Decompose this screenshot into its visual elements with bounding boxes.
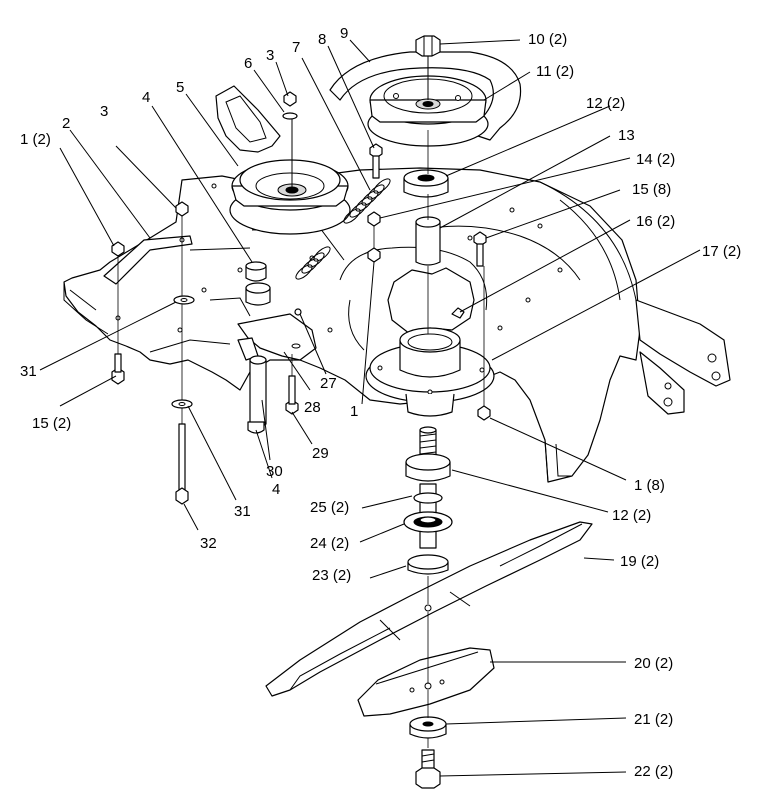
callout-31b: 31 (234, 503, 251, 520)
callout-29: 29 (312, 445, 329, 462)
callout-8: 8 (318, 31, 326, 48)
tension-springs (295, 178, 391, 280)
callout-7: 7 (292, 39, 300, 56)
spindle-shaft (403, 426, 453, 575)
callout-4b: 4 (272, 481, 280, 498)
leader-lines (39, 39, 701, 777)
callout-labels: 1 (2) 2 3 4 5 6 3 7 8 9 10 (2) 11 (2) 12… (20, 25, 741, 780)
callout-17: 17 (2) (702, 243, 741, 260)
callout-22: 22 (2) (634, 763, 673, 780)
callout-30: 30 (266, 463, 283, 480)
blade-fin (357, 647, 495, 717)
pivot-bolt (369, 143, 383, 179)
drive-belt (329, 51, 522, 141)
callout-12a: 12 (2) (586, 95, 625, 112)
idler-arm-bracket (215, 85, 281, 153)
blade-bolt (415, 749, 441, 789)
callout-32: 32 (200, 535, 217, 552)
grease-fitting (451, 307, 465, 319)
callout-24: 24 (2) (310, 535, 349, 552)
callout-6: 6 (244, 55, 252, 72)
callout-9: 9 (340, 25, 348, 42)
callout-15b: 15 (2) (32, 415, 71, 432)
callout-13: 13 (618, 127, 635, 144)
spindle-spacer-upper (403, 169, 449, 198)
mower-deck (63, 167, 731, 483)
callout-1: 1 (350, 403, 358, 420)
callout-2: 2 (62, 115, 70, 132)
callout-11: 11 (2) (536, 63, 574, 80)
callout-25: 25 (2) (310, 499, 349, 516)
spindle-nut (415, 35, 441, 57)
mower-blade (265, 521, 593, 697)
housing-bolt (473, 231, 487, 267)
callout-27: 27 (320, 375, 337, 392)
center-lines (117, 130, 485, 748)
callout-1-2: 1 (2) (20, 131, 51, 148)
callout-12b: 12 (2) (612, 507, 651, 524)
spindle-pulley (367, 56, 489, 147)
callout-3a: 3 (100, 103, 108, 120)
spindle-bushing (415, 216, 441, 266)
callout-14: 14 (2) (636, 151, 675, 168)
callout-23: 23 (2) (312, 567, 351, 584)
callout-19: 19 (2) (620, 553, 659, 570)
callout-4a: 4 (142, 89, 150, 106)
callout-5: 5 (176, 79, 184, 96)
callout-16: 16 (2) (636, 213, 675, 230)
idler-arm-assembly (237, 261, 317, 434)
callout-31a: 31 (20, 363, 37, 380)
callout-10: 10 (2) (528, 31, 567, 48)
callout-1-8: 1 (8) (634, 477, 665, 494)
callout-20: 20 (2) (634, 655, 673, 672)
callout-28: 28 (304, 399, 321, 416)
blade-washer (409, 716, 447, 739)
callout-3b: 3 (266, 47, 274, 64)
callout-15a: 15 (8) (632, 181, 671, 198)
small-nuts (111, 91, 491, 421)
idler-pulley (229, 114, 351, 235)
callout-21: 21 (2) (634, 711, 673, 728)
spindle-housing (365, 327, 495, 417)
